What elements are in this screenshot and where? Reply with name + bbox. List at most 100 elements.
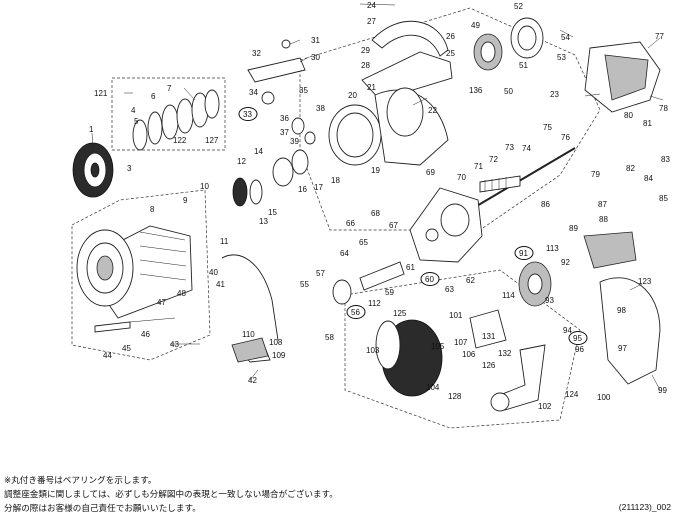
part-number: 87 xyxy=(598,200,607,209)
part-number: 48 xyxy=(177,289,186,298)
part-number: 88 xyxy=(599,215,608,224)
part-number: 19 xyxy=(371,166,380,175)
part-number: 46 xyxy=(141,330,150,339)
part-number: 77 xyxy=(655,32,664,41)
bearing-marker-33: 33 xyxy=(238,107,258,121)
drive-gear-part-114 xyxy=(518,261,552,307)
part-number: 18 xyxy=(331,176,340,185)
part-number: 34 xyxy=(249,88,258,97)
part-number: 101 xyxy=(449,311,463,320)
part-number: 72 xyxy=(489,155,498,164)
part-number: 14 xyxy=(254,147,263,156)
side-cover-part-76 xyxy=(584,41,661,113)
part-number: 25 xyxy=(446,49,455,58)
part-number: 114 xyxy=(502,291,515,300)
rotor-body xyxy=(328,87,449,166)
part-number: 6 xyxy=(151,92,156,101)
spool-part-1 xyxy=(72,142,114,198)
body-group-outline xyxy=(299,7,601,231)
part-number: 100 xyxy=(597,393,611,402)
part-number: 16 xyxy=(298,185,307,194)
part-number: 45 xyxy=(122,344,131,353)
part-number: 41 xyxy=(216,280,225,289)
part-number: 73 xyxy=(505,143,514,152)
part-number: 12 xyxy=(237,157,246,166)
part-number: 74 xyxy=(522,144,531,153)
part-number: 123 xyxy=(638,277,652,286)
part-number: 97 xyxy=(618,344,627,353)
part-number: 4 xyxy=(131,106,136,115)
part-number: 108 xyxy=(269,338,283,347)
svg-text:91: 91 xyxy=(519,249,528,258)
part-number: 71 xyxy=(474,162,483,171)
svg-text:60: 60 xyxy=(425,275,434,284)
part-number: 13 xyxy=(259,217,268,226)
adjustment-washer-note: 調整座金類に関しましては、必ずしも分解図中の表現と一致しない場合がございます。 xyxy=(4,490,338,500)
part-number: 7 xyxy=(167,84,172,93)
bearing-marker-56: 56 xyxy=(346,305,366,319)
part-number: 31 xyxy=(311,36,320,45)
part-number: 47 xyxy=(157,298,166,307)
bearing-marker-91: 91 xyxy=(514,246,534,260)
disassembly-note: 分解の際はお客様の自己責任でお願いいたします。 xyxy=(4,504,201,514)
gear-part-12 xyxy=(232,177,263,207)
part-number: 58 xyxy=(325,333,334,342)
roller-clutch-parts xyxy=(473,17,544,71)
drag-group-outline xyxy=(111,77,226,151)
bearing-marker-95: 95 xyxy=(568,331,588,345)
bearing-cups-top xyxy=(261,91,316,145)
part-number: 23 xyxy=(550,90,559,99)
part-number: 86 xyxy=(541,200,550,209)
worm-shaft-part-70 xyxy=(479,175,521,193)
part-number: 96 xyxy=(575,345,584,354)
part-number: 27 xyxy=(367,17,376,26)
part-number: 126 xyxy=(482,361,496,370)
handle-knob-parts xyxy=(375,309,546,412)
part-number: 82 xyxy=(626,164,635,173)
part-number: 61 xyxy=(406,263,415,272)
part-number: 84 xyxy=(644,174,653,183)
part-number: 103 xyxy=(366,346,380,355)
part-number: 49 xyxy=(471,21,480,30)
part-number: 15 xyxy=(268,208,277,217)
handle-group-outline xyxy=(344,269,581,429)
gearbox-body xyxy=(409,187,483,263)
main-shaft-part-78 xyxy=(469,147,576,211)
oscillation-arm xyxy=(221,254,279,363)
spring-part-45 xyxy=(94,317,176,333)
part-number: 125 xyxy=(393,309,407,318)
part-number: 62 xyxy=(466,276,475,285)
part-number: 70 xyxy=(457,173,466,182)
part-number: 38 xyxy=(316,104,325,113)
part-number: 132 xyxy=(498,349,512,358)
document-code: (211123)_002 xyxy=(618,502,671,512)
part-number: 28 xyxy=(361,61,370,70)
part-number: 30 xyxy=(311,53,320,62)
part-number: 85 xyxy=(659,194,668,203)
part-number: 80 xyxy=(624,111,633,120)
part-number: 107 xyxy=(454,338,468,347)
part-number: 93 xyxy=(545,296,554,305)
part-number: 40 xyxy=(209,268,218,277)
part-number: 9 xyxy=(183,196,188,205)
part-number: 131 xyxy=(482,332,496,341)
bearing-marker-60: 60 xyxy=(420,272,440,286)
svg-text:33: 33 xyxy=(243,110,252,119)
part-number-labels: 1 3 4 5 6 7 8 9 10 11 12 13 14 15 16 17 … xyxy=(89,1,670,411)
part-number: 1 xyxy=(89,125,94,134)
drag-washers xyxy=(132,89,220,151)
part-number: 21 xyxy=(367,83,376,92)
part-number: 127 xyxy=(205,136,219,145)
part-number: 76 xyxy=(561,133,570,142)
part-number: 68 xyxy=(371,209,380,218)
part-number: 17 xyxy=(314,183,323,192)
part-number: 64 xyxy=(340,249,349,258)
bearing-number-labels: 33 56 60 91 95 xyxy=(238,107,588,345)
part-number: 57 xyxy=(316,269,325,278)
part-number: 51 xyxy=(519,61,528,70)
part-number: 35 xyxy=(299,86,308,95)
part-number: 8 xyxy=(150,205,155,214)
part-number: 92 xyxy=(561,258,570,267)
part-number: 37 xyxy=(280,128,289,137)
